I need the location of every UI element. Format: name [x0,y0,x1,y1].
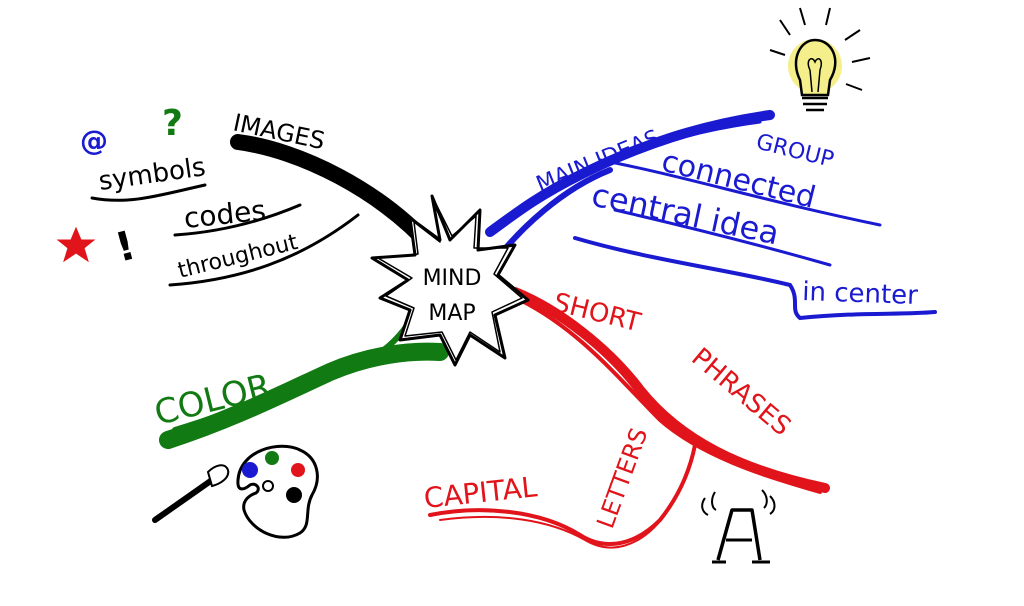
star-icon [56,226,96,263]
paint-palette-icon [236,444,319,539]
central-star [370,194,530,367]
color-branch [159,317,449,449]
center-label-line2: MAP [428,301,475,326]
in-center-label: in center [802,277,919,311]
codes-label: codes [182,194,267,235]
paintbrush-icon [152,464,230,523]
short-phrases-branch [428,287,830,549]
question-symbol: ? [162,103,183,144]
symbols-label: symbols [97,152,208,197]
phrases-label: PHRASES [686,342,797,442]
exclamation-symbol: ! [111,223,141,272]
lightbulb-icon [769,7,871,112]
at-symbol: @ [80,124,108,157]
group-label: GROUP [754,130,837,173]
capital-label: CAPITAL [422,470,539,515]
center-label-line1: MIND [423,266,482,291]
letters-label: LETTERS [591,424,653,532]
letter-a-icon [701,489,776,564]
short-label: SHORT [550,288,643,339]
